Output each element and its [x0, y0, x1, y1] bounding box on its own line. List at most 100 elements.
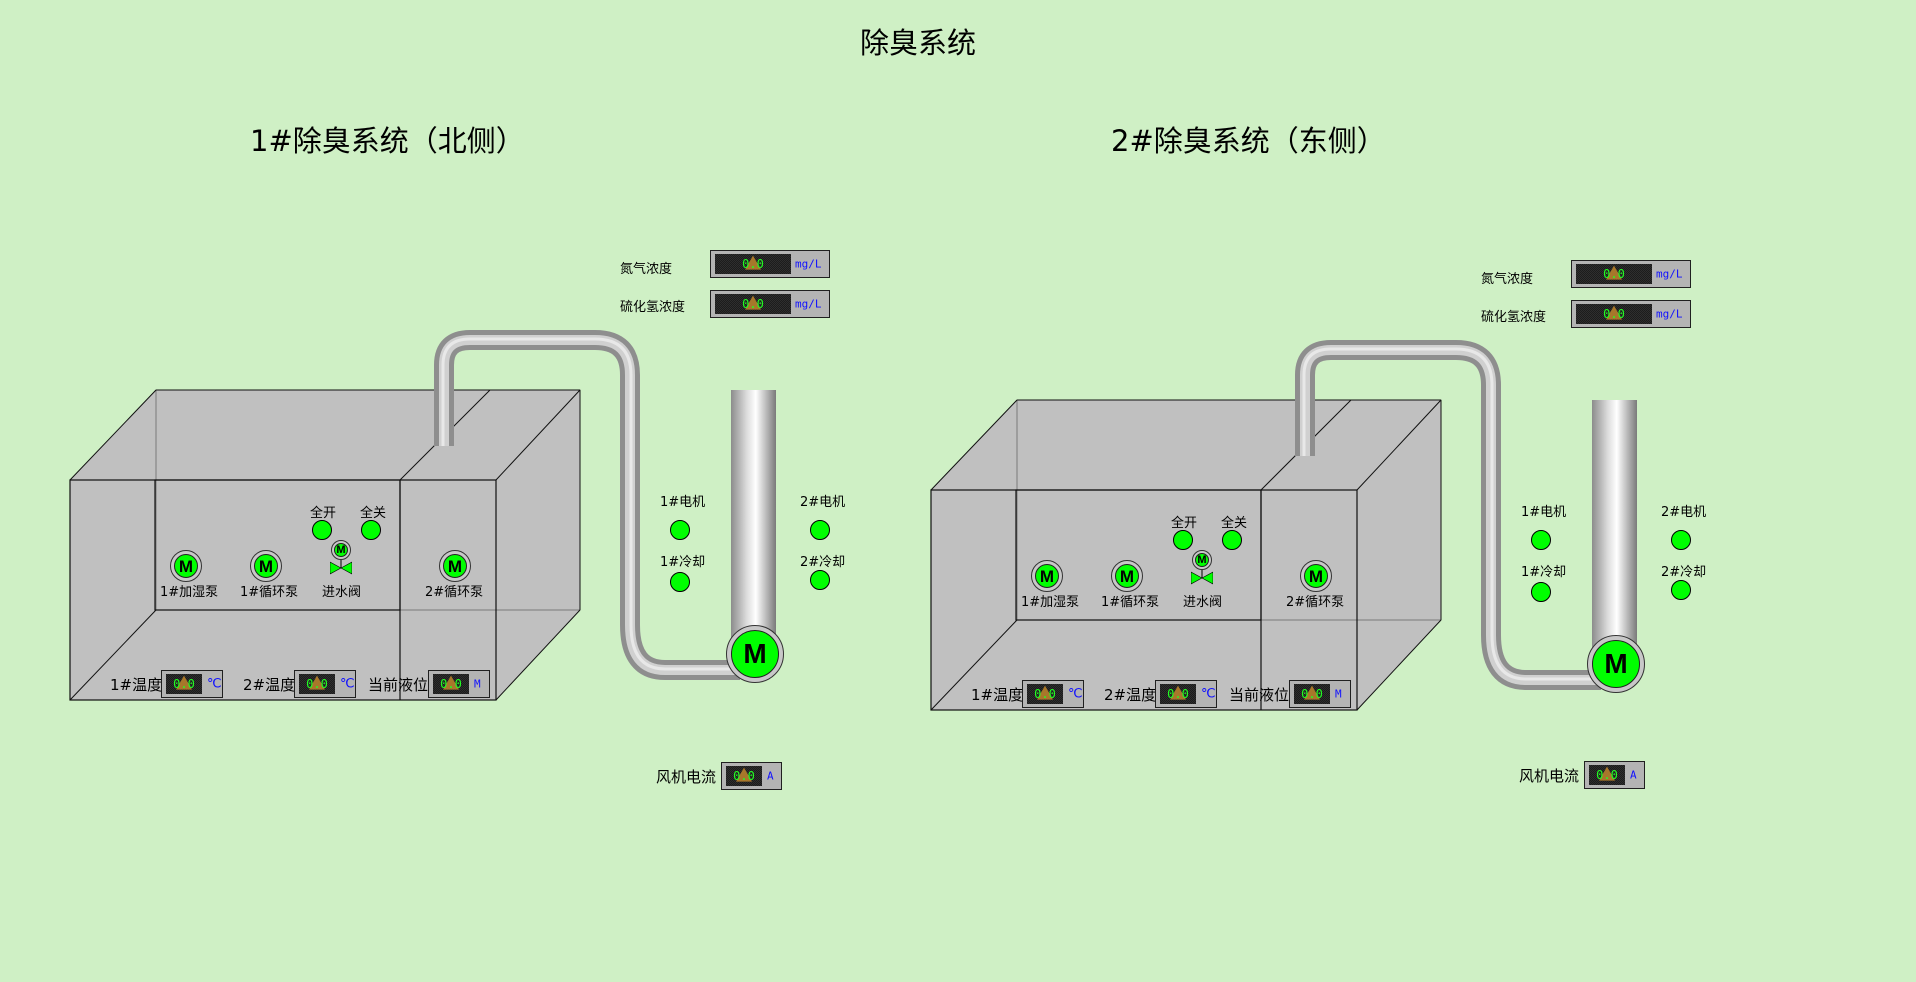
humidify-pump-1-label: 1#加湿泵	[160, 585, 219, 600]
fan-current-label: 风机电流	[656, 768, 717, 786]
level-display: 0.0 M	[1289, 680, 1351, 708]
valve-open-label: 全开	[310, 506, 337, 521]
inlet-valve[interactable]: M	[330, 540, 352, 575]
valve-close-lamp[interactable]	[1222, 530, 1242, 550]
humidify-pump-1-label: 1#加湿泵	[1021, 595, 1080, 610]
motor2-lamp[interactable]	[810, 520, 830, 540]
fan-motor[interactable]: M	[1587, 635, 1645, 693]
temp2-label: 2#温度	[243, 676, 296, 694]
air-duct	[434, 330, 740, 680]
fan-current-value: 0.0	[1596, 768, 1618, 782]
fan-current-value: 0.0	[733, 769, 755, 783]
cool1-lamp[interactable]	[1531, 582, 1551, 602]
h2s-label: 硫化氢浓度	[1481, 310, 1547, 325]
temp1-value: 0.0	[1034, 687, 1056, 701]
cool2-lamp[interactable]	[1671, 580, 1691, 600]
motor1-label: 1#电机	[1521, 505, 1567, 520]
temp1-display: 0.0 ℃	[1022, 680, 1084, 708]
motor-icon: M	[1031, 560, 1063, 592]
fan-motor[interactable]: M	[726, 625, 784, 683]
humidify-pump-1[interactable]: M	[1031, 560, 1063, 592]
motor-icon: M	[1111, 560, 1143, 592]
exhaust-stack	[1592, 400, 1637, 665]
valve-open-lamp[interactable]	[1173, 530, 1193, 550]
cool1-label: 1#冷却	[660, 555, 706, 570]
motor2-lamp[interactable]	[1671, 530, 1691, 550]
nitrogen-value: 0.0	[1603, 267, 1625, 281]
circulation-pump-1[interactable]: M	[250, 550, 282, 582]
circulation-pump-2-label: 2#循环泵	[425, 585, 484, 600]
temp1-label: 1#温度	[971, 686, 1024, 704]
level-value: 0.0	[1301, 687, 1323, 701]
level-value: 0.0	[440, 677, 462, 691]
valve-close-label: 全关	[360, 506, 387, 521]
circulation-pump-2[interactable]: M	[1300, 560, 1332, 592]
system-graphics	[930, 340, 1637, 711]
fan-current-display: 0.0 A	[1584, 761, 1645, 789]
inlet-valve[interactable]: M	[1191, 550, 1213, 585]
page-title: 除臭系统	[860, 26, 977, 60]
temp1-unit: ℃	[207, 676, 222, 692]
level-label: 当前液位	[368, 676, 429, 694]
motor1-lamp[interactable]	[1531, 530, 1551, 550]
fan-current-display: 0.0 A	[721, 762, 782, 790]
h2s-display: 0.0 mg/L	[1571, 300, 1691, 328]
valve-close-lamp[interactable]	[361, 520, 381, 540]
alarm-icon	[1606, 265, 1622, 280]
valve-icon	[1191, 570, 1213, 585]
temp2-unit: ℃	[340, 676, 355, 692]
motor1-label: 1#电机	[660, 495, 706, 510]
alarm-icon	[1304, 685, 1320, 700]
circulation-pump-1-label: 1#循环泵	[1101, 595, 1160, 610]
motor-icon: M	[726, 625, 784, 683]
alarm-icon	[443, 675, 459, 690]
cool2-lamp[interactable]	[810, 570, 830, 590]
inlet-valve-label: 进水阀	[1183, 595, 1223, 610]
motor2-label: 2#电机	[800, 495, 846, 510]
cool1-label: 1#冷却	[1521, 565, 1567, 580]
h2s-display: 0.0 mg/L	[710, 290, 830, 318]
circulation-pump-1[interactable]: M	[1111, 560, 1143, 592]
inlet-valve-label: 进水阀	[322, 585, 362, 600]
level-label: 当前液位	[1229, 686, 1290, 704]
alarm-icon	[745, 295, 761, 310]
level-display: 0.0 M	[428, 670, 490, 698]
tank	[69, 389, 581, 701]
nitrogen-display: 0.0 mg/L	[710, 250, 830, 278]
temp2-value: 0.0	[1167, 687, 1189, 701]
temp2-display: 0.0 ℃	[1155, 680, 1217, 708]
h2s-unit: mg/L	[1656, 307, 1683, 321]
motor-icon: M	[1587, 635, 1645, 693]
cool1-lamp[interactable]	[670, 572, 690, 592]
temp2-value: 0.0	[306, 677, 328, 691]
air-duct	[1295, 340, 1601, 690]
temp1-unit: ℃	[1068, 686, 1083, 702]
nitrogen-label: 氮气浓度	[1481, 272, 1534, 287]
motor-icon: M	[1300, 560, 1332, 592]
humidify-pump-1[interactable]: M	[170, 550, 202, 582]
system-title: 2#除臭系统（东侧）	[1111, 124, 1386, 158]
exhaust-stack	[731, 390, 776, 655]
alarm-icon	[1606, 305, 1622, 320]
system-graphics	[69, 330, 776, 701]
nitrogen-unit: mg/L	[795, 257, 822, 271]
temp2-display: 0.0 ℃	[294, 670, 356, 698]
nitrogen-label: 氮气浓度	[620, 262, 673, 277]
motor-icon: M	[250, 550, 282, 582]
level-unit: M	[474, 677, 481, 691]
motor-icon: M	[170, 550, 202, 582]
circulation-pump-2[interactable]: M	[439, 550, 471, 582]
temp1-display: 0.0 ℃	[161, 670, 223, 698]
alarm-icon	[1170, 685, 1186, 700]
alarm-icon	[745, 255, 761, 270]
fan-current-unit: A	[1630, 768, 1637, 782]
cool2-label: 2#冷却	[1661, 565, 1707, 580]
h2s-unit: mg/L	[795, 297, 822, 311]
alarm-icon	[1599, 766, 1615, 781]
nitrogen-display: 0.0 mg/L	[1571, 260, 1691, 288]
valve-open-lamp[interactable]	[312, 520, 332, 540]
h2s-value: 0.0	[742, 297, 764, 311]
motor1-lamp[interactable]	[670, 520, 690, 540]
valve-actuator-icon: M	[331, 540, 351, 560]
valve-open-label: 全开	[1171, 516, 1198, 531]
